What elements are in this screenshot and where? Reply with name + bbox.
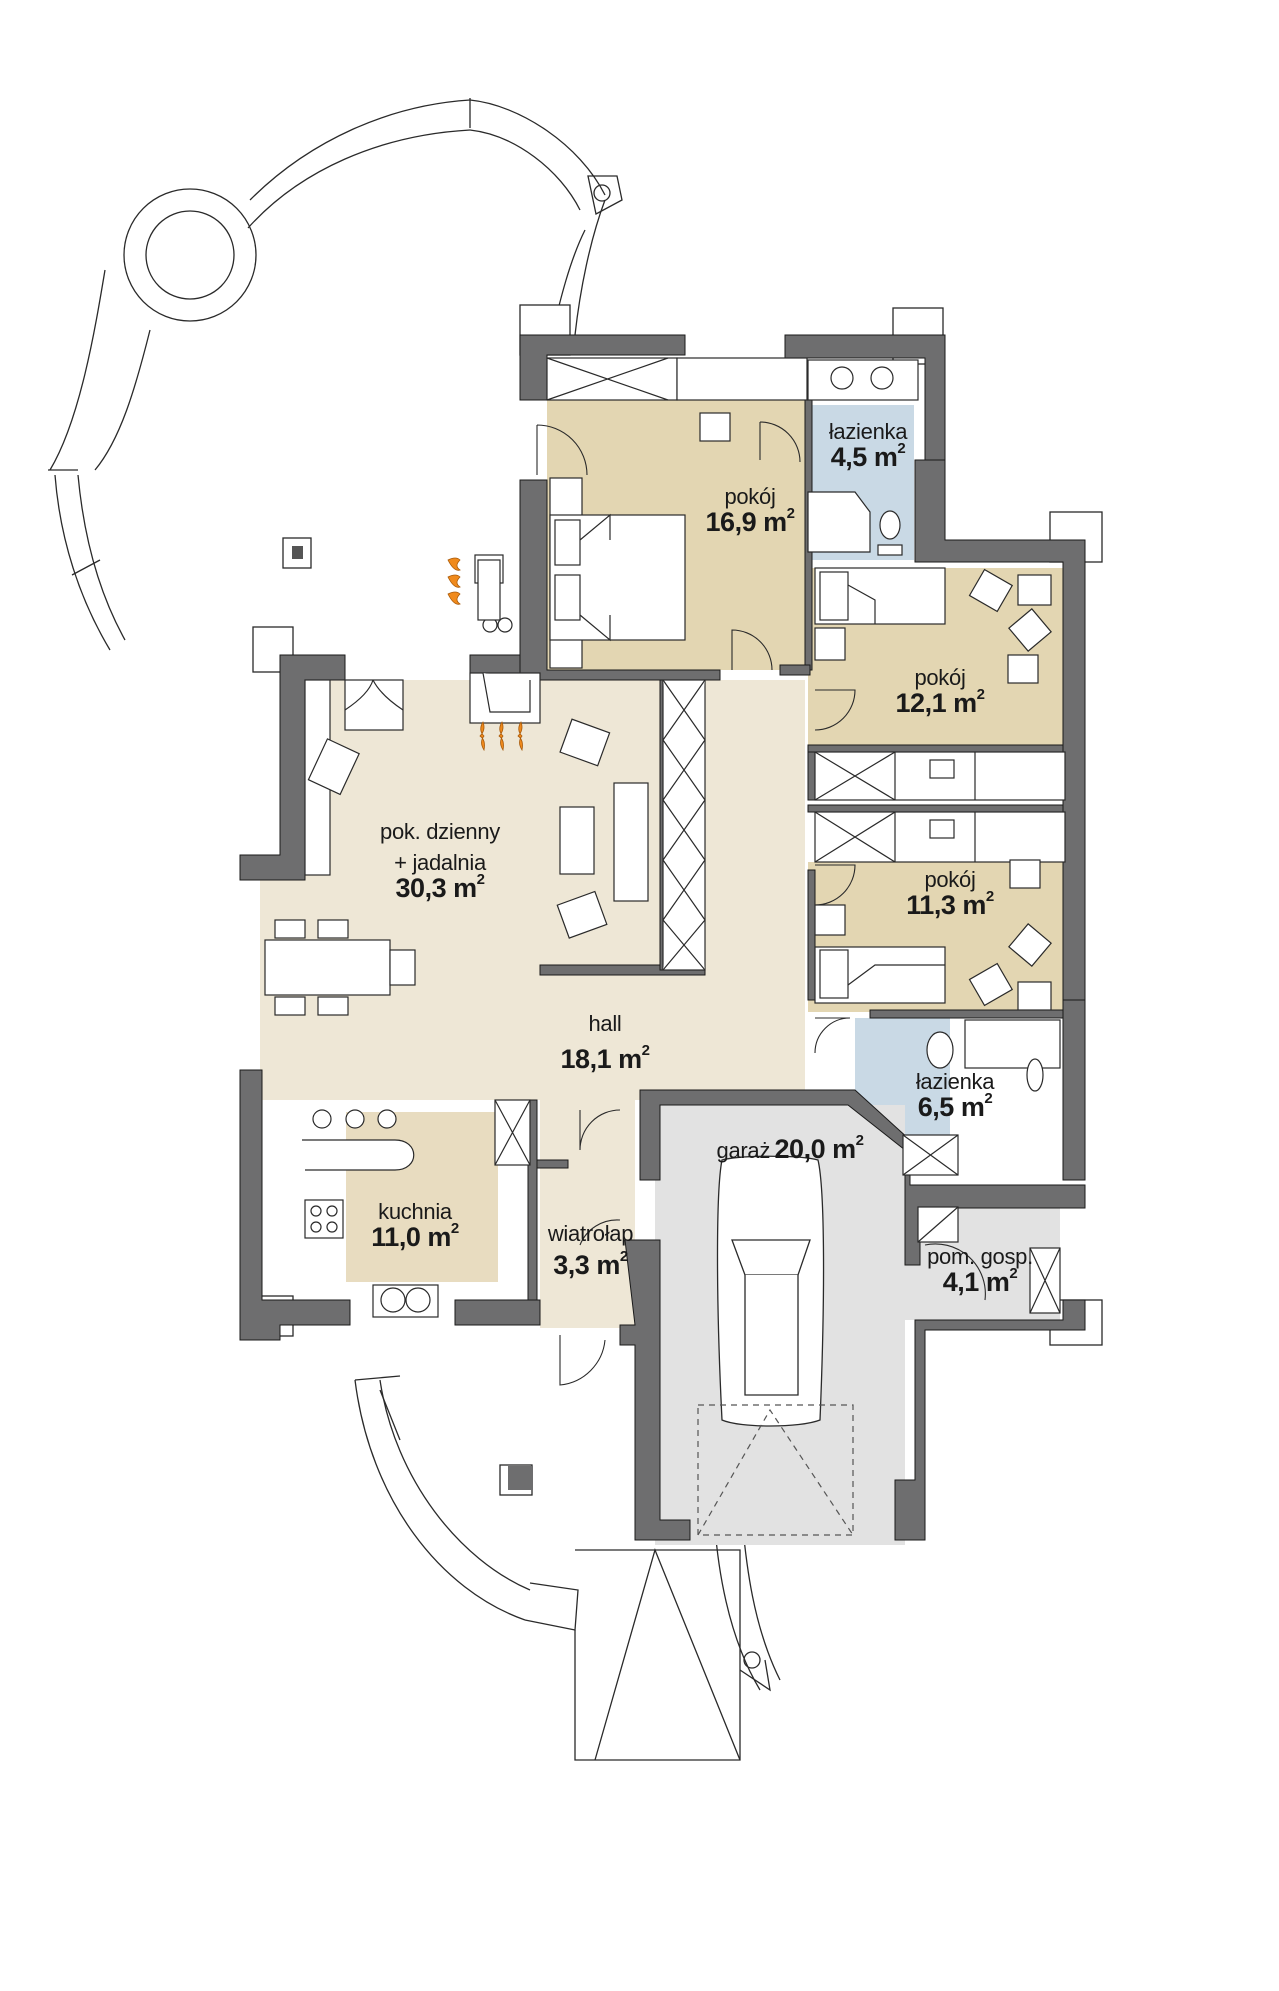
room-label-lazienka-2: łazienka 6,5 m2 xyxy=(900,1070,1010,1121)
room-name: hall xyxy=(588,1011,622,1036)
room-label-kuchnia: kuchnia 11,0 m2 xyxy=(355,1200,475,1251)
room-area: 3,3 m2 xyxy=(553,1248,628,1281)
room-label-garaz: garaż 20,0 m2 xyxy=(690,1132,890,1164)
room-label-hall: hall 18,1 m2 xyxy=(535,1012,675,1073)
room-name: pokój xyxy=(924,867,976,892)
room-name: pok. dzienny xyxy=(380,819,500,844)
fireplace-flames-icon xyxy=(447,557,523,752)
room-area: 11,0 m2 xyxy=(371,1220,459,1253)
room-label-pokoj-1: pokój 16,9 m2 xyxy=(680,485,820,536)
room-area: 12,1 m2 xyxy=(895,686,985,719)
car-icon xyxy=(716,1155,825,1427)
room-area: 4,1 m2 xyxy=(942,1265,1018,1298)
room-label-lazienka-1: łazienka 4,5 m2 xyxy=(818,420,918,471)
room-name: pom. gosp. xyxy=(927,1244,1033,1269)
room-label-wiatrolap: wiatrołap 3,3 m2 xyxy=(538,1222,643,1279)
pergola-arc-bottom xyxy=(354,1375,579,1631)
room-label-pom-gosp: pom. gosp. 4,1 m2 xyxy=(920,1245,1040,1296)
room-name: garaż xyxy=(716,1138,771,1163)
room-name: łazienka xyxy=(915,1069,995,1094)
room-area: 16,9 m2 xyxy=(705,505,795,538)
room-label-pok-dzienny: pok. dzienny + jadalnia 30,3 m2 xyxy=(360,820,520,903)
room-name: kuchnia xyxy=(378,1199,452,1224)
room-area: 11,3 m2 xyxy=(906,888,994,921)
room-name: łazienka xyxy=(828,419,908,444)
room-area: 4,5 m2 xyxy=(830,440,906,473)
room-area: 20,0 m2 xyxy=(774,1132,864,1164)
room-area: 30,3 m2 xyxy=(395,871,485,904)
garage-door-swing xyxy=(697,1404,854,1536)
pergola-arc-top xyxy=(48,98,623,651)
furniture xyxy=(264,357,1066,1318)
room-label-pokoj-3: pokój 11,3 m2 xyxy=(880,868,1020,919)
door-swings xyxy=(536,421,986,1386)
room-area: 6,5 m2 xyxy=(917,1090,993,1123)
room-area: 18,1 m2 xyxy=(560,1042,650,1075)
room-name: pokój xyxy=(914,665,966,690)
room-name: wiatrołap xyxy=(547,1221,634,1246)
room-label-pokoj-2: pokój 12,1 m2 xyxy=(870,666,1010,717)
room-name: pokój xyxy=(724,484,776,509)
room-name-second-line: + jadalnia xyxy=(394,850,486,876)
